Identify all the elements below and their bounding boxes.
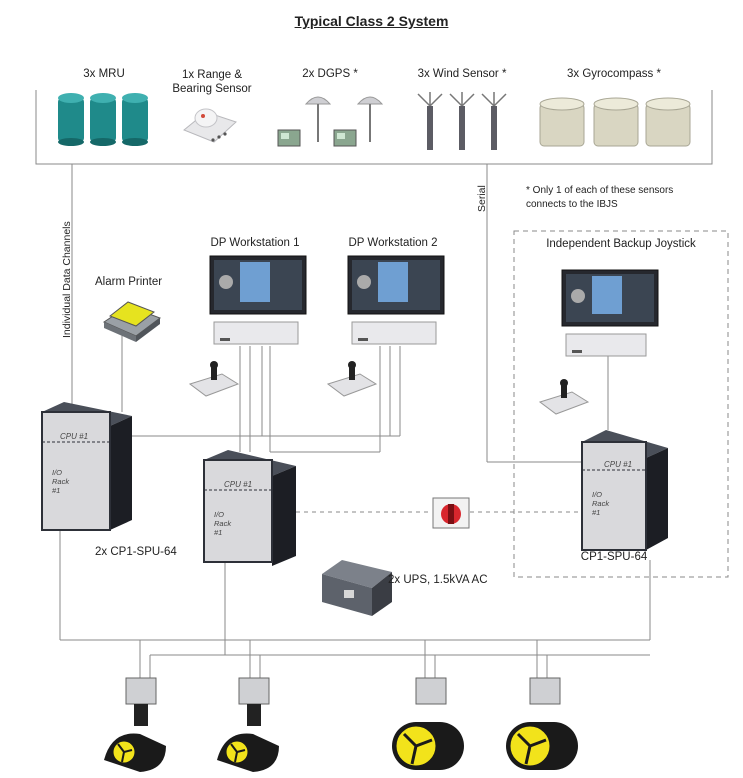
ibjs-joystick-icon	[538, 379, 590, 415]
wind-sensor-icon	[417, 92, 507, 150]
sensor-bus-line	[35, 90, 713, 165]
alarm-printer-label: Alarm Printer	[95, 276, 163, 288]
ibjs-cabinet-io-label: I/O Rack #1	[592, 490, 610, 517]
page-title: Typical Class 2 System	[294, 13, 449, 29]
azimuth-thruster-2-icon	[217, 704, 279, 772]
changeover-switch-icon	[432, 497, 470, 529]
dp-workstation-1-icon	[188, 255, 307, 397]
ibjs-label: Independent Backup Joystick	[546, 238, 696, 250]
sensor-label-wind: 3x Wind Sensor *	[417, 68, 507, 80]
dgps-antenna-icon	[277, 96, 384, 147]
gyrocompass-icon	[539, 97, 691, 147]
ibjs-cabinet-cpu-label: CPU #1	[604, 460, 633, 469]
alarm-printer-icon	[102, 301, 162, 342]
dp-workstation-2-icon	[326, 255, 445, 397]
ups-label: 2x UPS, 1.5kVA AC	[388, 574, 488, 586]
cabinet-1-io-label: I/O Rack #1	[52, 468, 70, 495]
sensor-label-gyrocompass: 3x Gyrocompass *	[567, 68, 661, 80]
ibjs-sensor-note: * Only 1 of each of these sensors connec…	[526, 185, 674, 210]
azimuth-thruster-1-icon	[104, 704, 166, 772]
ibjs-controller-cabinet-icon	[581, 430, 668, 551]
connection-lines	[59, 164, 651, 678]
controller-cabinet-1-icon	[41, 402, 132, 531]
cabinet-2-cpu-label: CPU #1	[224, 480, 253, 489]
sensor-label-dgps: 2x DGPS *	[302, 68, 358, 80]
serial-link-label: Serial	[476, 185, 488, 212]
dp-workstation-2-label: DP Workstation 2	[348, 237, 438, 249]
joystick-1-icon	[188, 361, 240, 397]
tunnel-thruster-1-icon	[392, 722, 464, 770]
sensor-label-range-bearing: 1x Range & Bearing Sensor	[172, 69, 252, 95]
thruster-drive-boxes	[125, 677, 561, 705]
controller-cabinet-2-icon	[203, 450, 296, 566]
sensor-label-mru: 3x MRU	[83, 68, 125, 80]
range-bearing-sensor-icon	[183, 108, 237, 143]
controllers-label: 2x CP1-SPU-64	[95, 546, 177, 558]
ups-icon	[322, 560, 392, 616]
ibjs-controller-label: CP1-SPU-64	[580, 551, 648, 563]
dp-workstation-1-label: DP Workstation 1	[210, 237, 300, 249]
joystick-2-icon	[326, 361, 378, 397]
mru-sensor-icon	[58, 93, 148, 146]
ibjs-frame	[513, 230, 729, 578]
individual-data-channels-label: Individual Data Channels	[61, 221, 73, 338]
cabinet-2-io-label: I/O Rack #1	[214, 510, 232, 537]
ibjs-workstation-icon	[538, 269, 659, 415]
tunnel-thruster-2-icon	[506, 722, 578, 770]
cabinet-1-cpu-label: CPU #1	[60, 432, 89, 441]
